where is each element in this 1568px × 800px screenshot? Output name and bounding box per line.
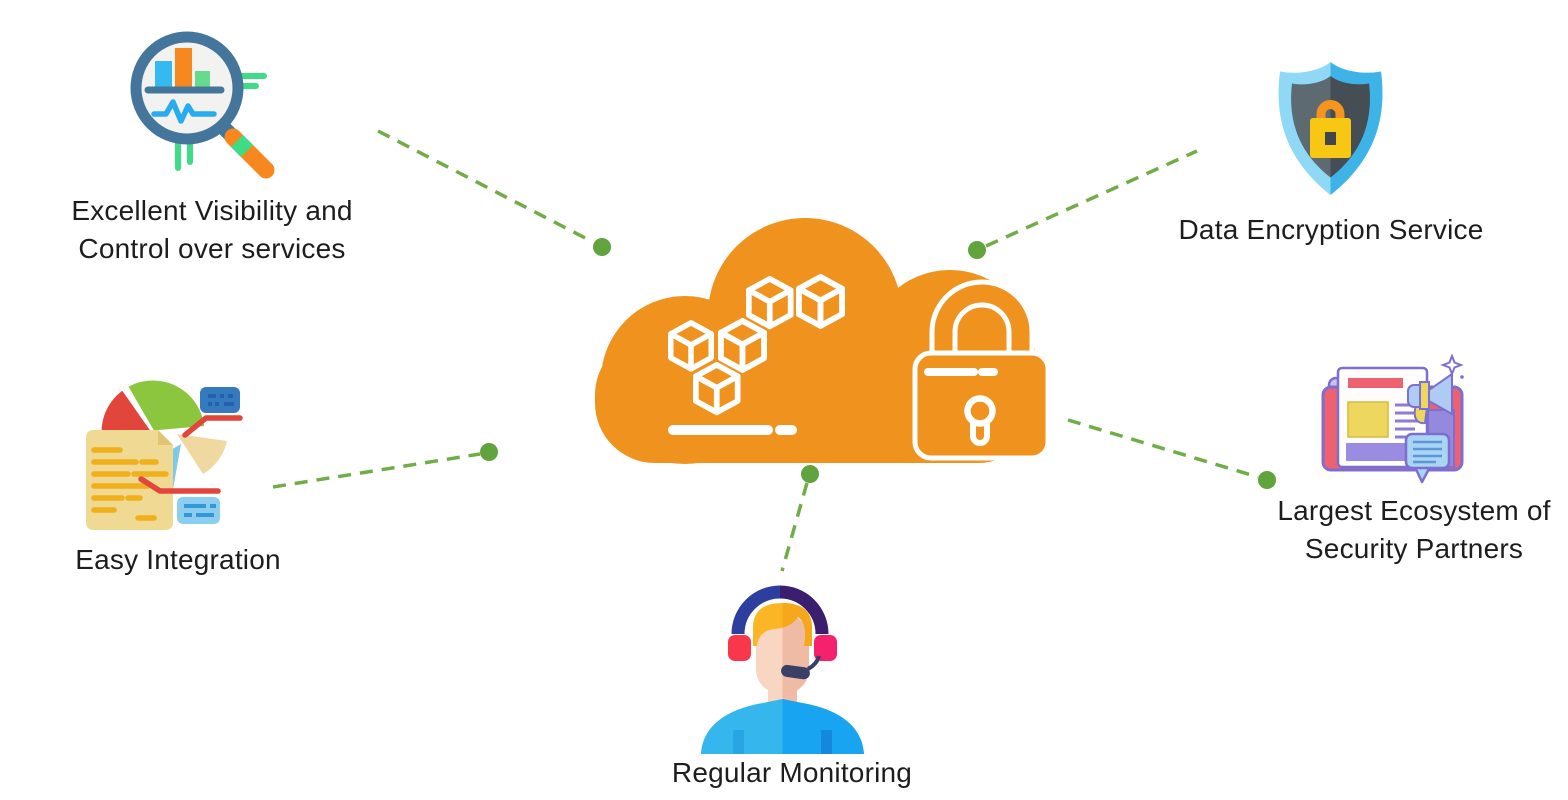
connector-partners (1067, 418, 1259, 479)
pie-chart-report-icon (86, 377, 243, 530)
support-agent-headset-icon (701, 585, 864, 754)
connector-integration (272, 452, 481, 489)
feature-label-integration: Easy Integration (75, 544, 281, 575)
connector-dot (1258, 471, 1276, 489)
connector-visibility (377, 129, 594, 244)
feature-label-partners: Largest Ecosystem of Security Partners (1277, 495, 1551, 564)
connector-monitoring (780, 482, 809, 572)
magnifier-analytics-icon (130, 31, 275, 179)
connector-dot (801, 465, 819, 483)
feature-label-encryption: Data Encryption Service (1178, 214, 1484, 245)
feature-label-monitoring: Regular Monitoring (671, 757, 913, 788)
connector-encryption (985, 149, 1198, 248)
aws-cloud-cubes-padlock-icon (595, 218, 1051, 464)
connector-dot (968, 241, 986, 259)
sparkle-icon (1440, 353, 1464, 377)
newspaper-megaphone-icon (1321, 353, 1464, 484)
connector-dot (593, 238, 611, 256)
connector-dot (480, 443, 498, 461)
shield-lock-icon (1278, 62, 1383, 195)
feature-label-visibility: Excellent Visibility and Control over se… (71, 195, 353, 264)
padlock-shackle (929, 279, 1035, 363)
